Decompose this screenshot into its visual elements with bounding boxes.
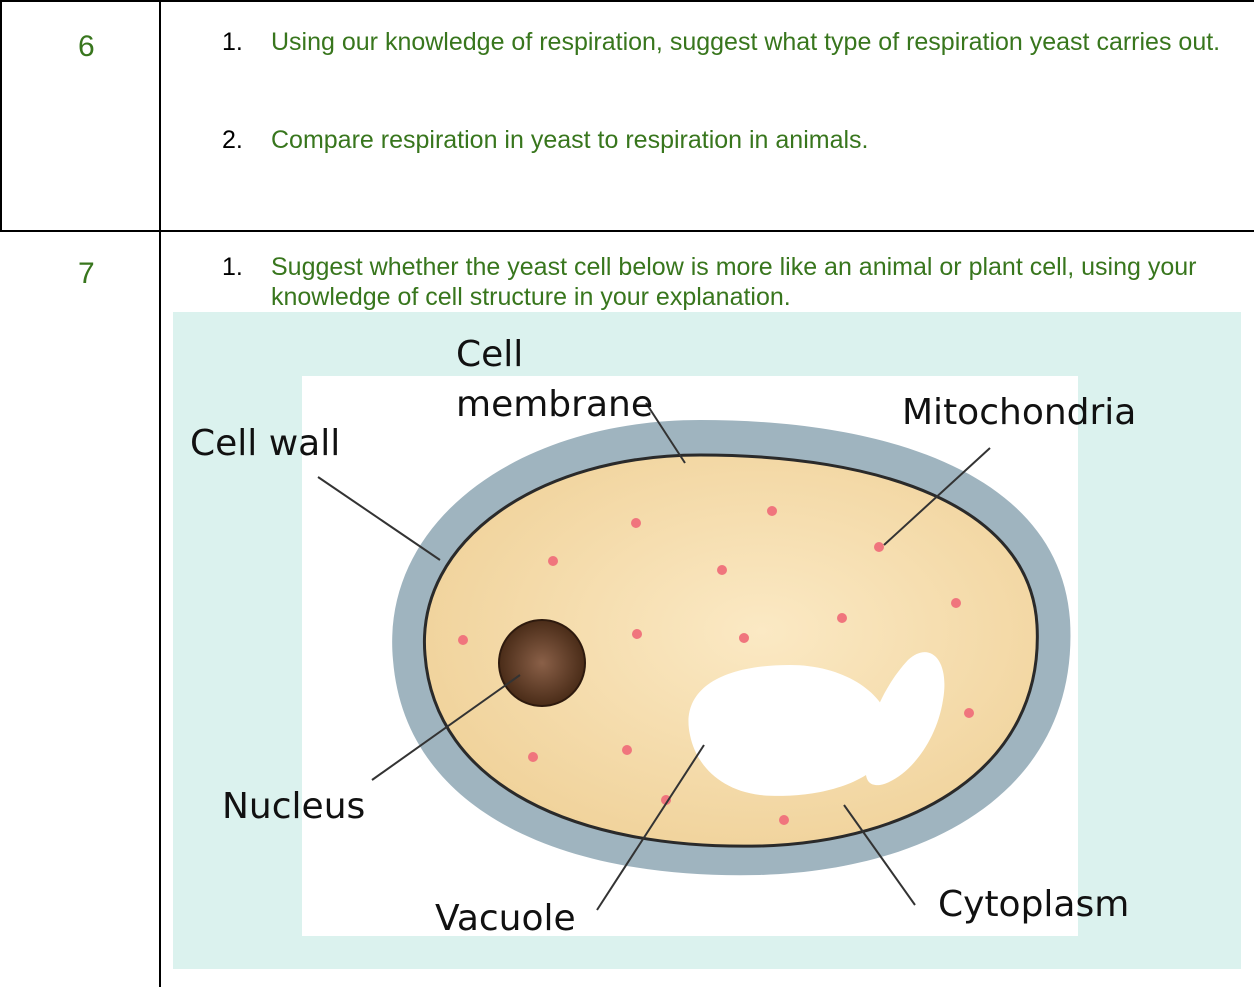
- label-cell-membrane-line2: membrane: [456, 384, 653, 425]
- nucleus-shape: [499, 620, 585, 706]
- label-cell-membrane-line1: Cell: [456, 334, 523, 375]
- label-vacuole: Vacuole: [435, 898, 576, 939]
- label-cytoplasm: Cytoplasm: [938, 884, 1129, 925]
- label-mitochondria: Mitochondria: [902, 392, 1136, 433]
- label-cell-wall: Cell wall: [190, 423, 340, 464]
- label-nucleus: Nucleus: [222, 786, 365, 827]
